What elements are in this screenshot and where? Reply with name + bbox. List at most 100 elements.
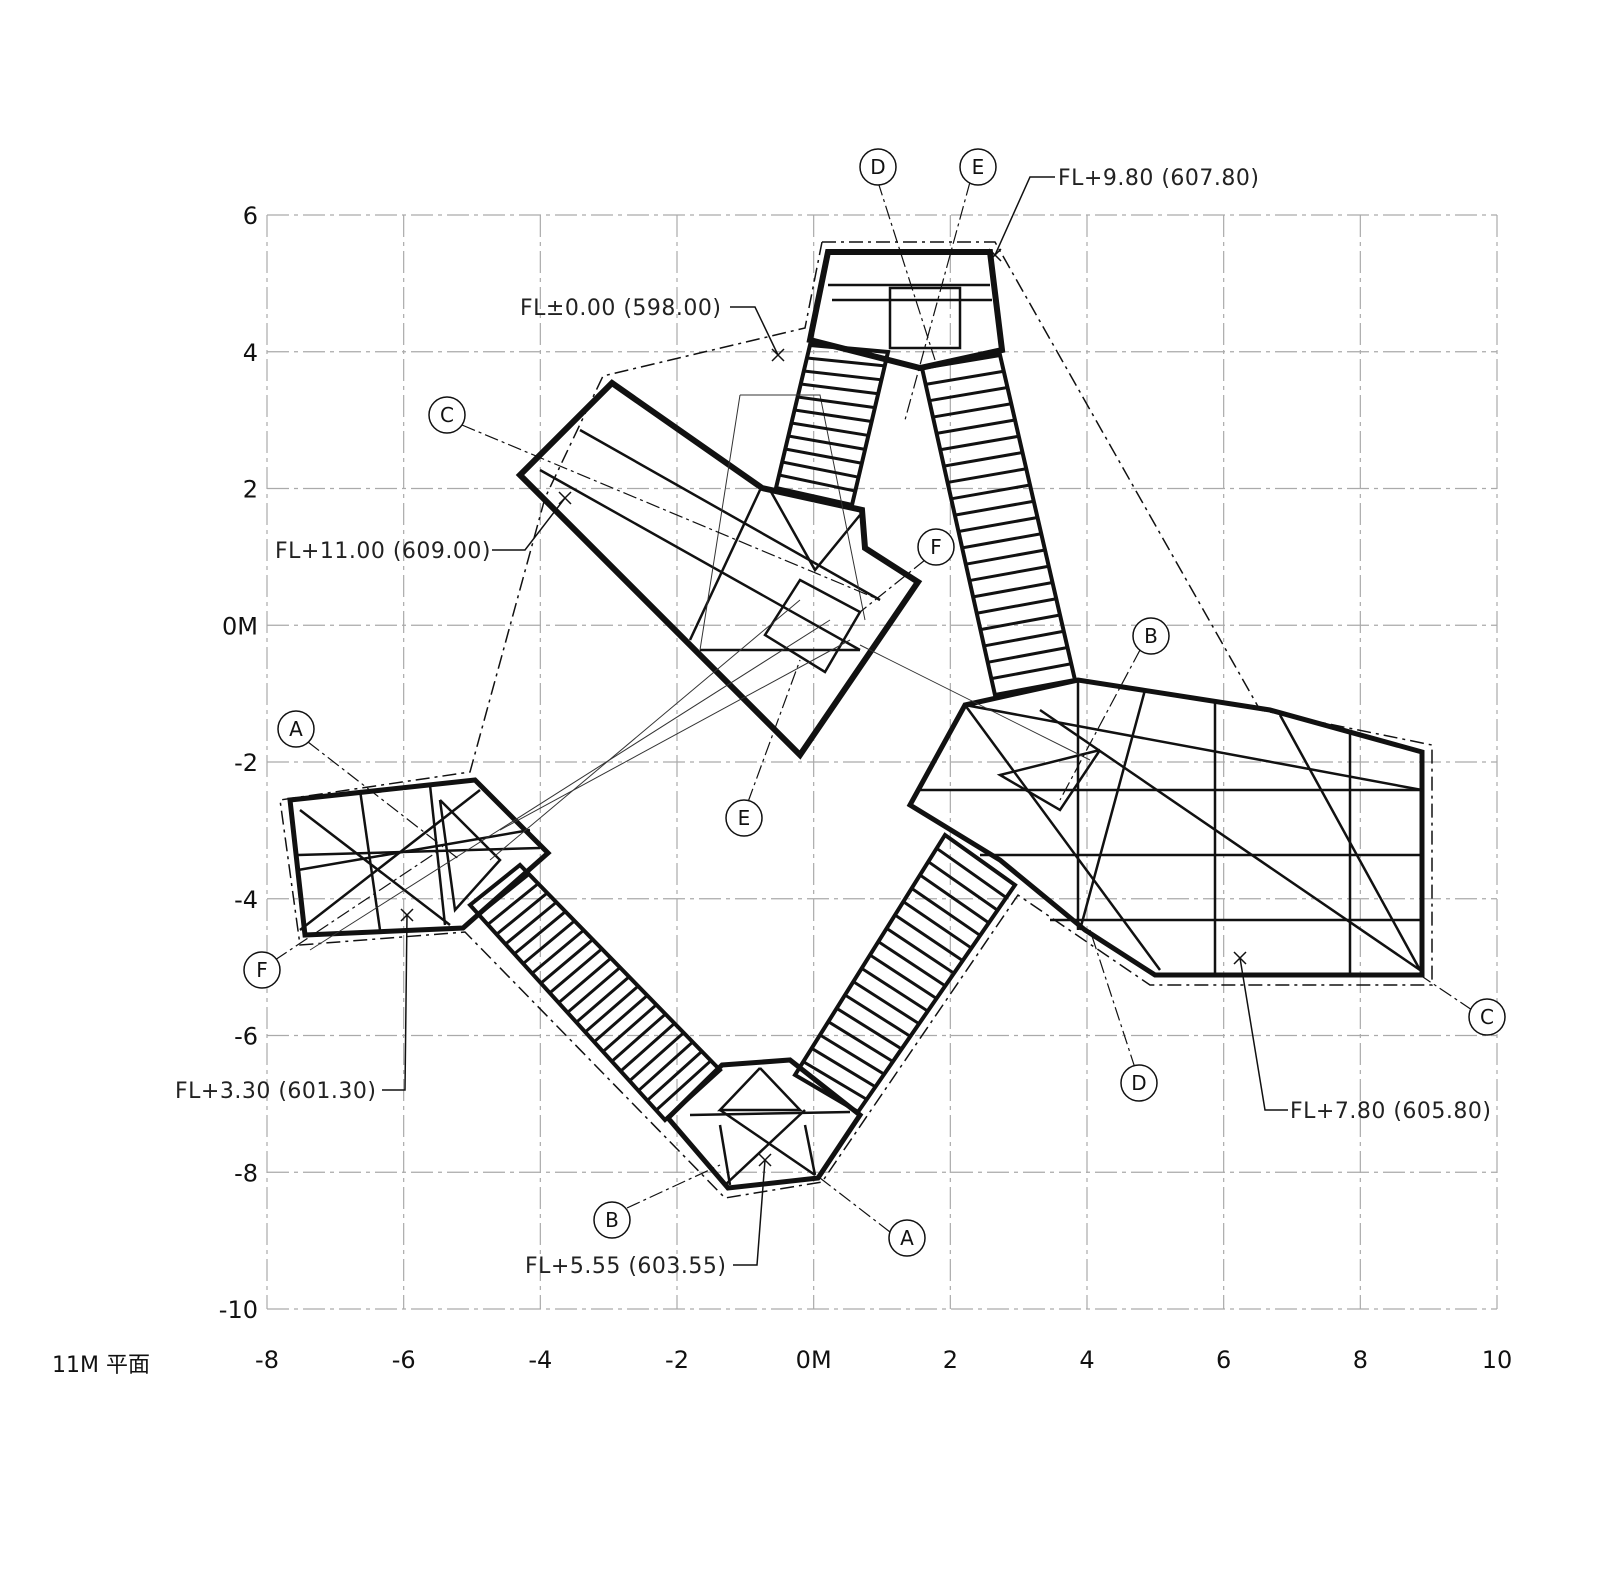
stair-rung — [655, 1059, 712, 1112]
stair-rung — [781, 460, 859, 479]
stair-rung — [827, 1020, 894, 1063]
svg-text:E: E — [972, 155, 985, 179]
level-leader — [994, 176, 1055, 256]
svg-text:A: A — [289, 717, 303, 741]
left-platform — [287, 777, 552, 938]
x-tick-label: 2 — [943, 1346, 958, 1374]
stair-rung — [610, 1012, 667, 1063]
stair-rung — [954, 499, 1035, 517]
level-leader — [1239, 957, 1288, 1111]
stair-rung — [965, 548, 1046, 566]
stair-rung — [513, 910, 567, 956]
structure — [287, 249, 1425, 1191]
svg-text:C: C — [1480, 1005, 1494, 1029]
stair-rung — [522, 919, 576, 965]
stair-rung — [646, 1050, 703, 1102]
axis-bubble-a: A — [888, 1219, 926, 1257]
axis-bubble-b: B — [593, 1201, 631, 1239]
stair-lower-left — [467, 862, 723, 1123]
level-leader — [733, 1159, 766, 1266]
stair-rung — [972, 581, 1053, 599]
axis-bubble-d: D — [859, 148, 897, 186]
stair-rung — [477, 873, 531, 916]
axis-line — [626, 1164, 721, 1209]
level-mark-icon — [558, 491, 572, 505]
axis-bubble-b: B — [1132, 617, 1170, 655]
stair-rung — [794, 408, 872, 424]
stair-rung — [980, 613, 1061, 632]
level-leader — [382, 914, 408, 1091]
svg-text:F: F — [256, 958, 268, 982]
stair-rung — [976, 597, 1057, 615]
x-tick-label: 10 — [1482, 1346, 1513, 1374]
stair-rung — [806, 356, 885, 368]
stair-rung — [935, 847, 1008, 899]
leader-lines — [382, 176, 1288, 1266]
level-mark-icon — [400, 908, 414, 922]
stair-rung — [943, 451, 1023, 468]
stair-rung — [987, 646, 1068, 664]
stair-rung — [835, 1007, 903, 1051]
x-tick-label: -8 — [255, 1346, 279, 1374]
svg-text:E: E — [738, 806, 751, 830]
level-label: FL+7.80 (605.80) — [1290, 1099, 1491, 1124]
stair-rung — [936, 418, 1016, 435]
x-tick-label: -4 — [528, 1346, 552, 1374]
stair-rung — [800, 382, 879, 396]
stair-rung — [778, 473, 856, 493]
stair-rung — [927, 860, 999, 912]
stair-rung — [961, 532, 1042, 550]
stair-rung — [619, 1022, 676, 1073]
stair-rung — [947, 467, 1027, 484]
y-tick-label: 0M — [222, 612, 258, 640]
stair-lower-right — [792, 832, 1018, 1115]
stair-rung — [950, 483, 1031, 501]
stair-rung — [637, 1040, 694, 1092]
axis-line — [1059, 649, 1141, 801]
axis-bubble-a: A — [277, 710, 315, 748]
stair-rung — [486, 882, 540, 926]
stair-rung — [969, 564, 1050, 583]
stair-rung — [810, 1047, 877, 1089]
stair-rung — [548, 947, 603, 995]
svg-text:A: A — [900, 1226, 914, 1250]
axis-bubble-e: E — [725, 799, 763, 837]
stair-rung — [539, 938, 594, 985]
level-mark-icon — [758, 1153, 772, 1167]
axis-line — [819, 1177, 891, 1233]
axis-bubble-f: F — [243, 951, 281, 989]
level-label: FL+5.55 (603.55) — [525, 1254, 726, 1279]
y-tick-label: -10 — [219, 1296, 258, 1324]
stair-rung — [575, 975, 631, 1024]
stair-top-right — [919, 352, 1078, 698]
axis-line — [859, 559, 926, 613]
stair-rung — [925, 369, 1004, 386]
axis-line — [307, 741, 461, 861]
y-tick-label: 2 — [243, 476, 258, 504]
level-mark-icon — [771, 348, 785, 362]
stair-rung — [797, 395, 876, 410]
level-label: FL+9.80 (607.80) — [1058, 166, 1259, 191]
axis-line — [274, 849, 441, 961]
svg-text:F: F — [930, 535, 942, 559]
axis-bubble-e: E — [959, 148, 997, 186]
stair-rung — [819, 1033, 885, 1076]
axis-bubble-c: C — [428, 396, 466, 434]
level-labels: FL+9.80 (607.80)FL±0.00 (598.00)FL+11.00… — [175, 166, 1491, 1279]
svg-text:B: B — [605, 1208, 619, 1232]
level-label: FL+3.30 (601.30) — [175, 1079, 376, 1104]
stair-rung — [877, 940, 947, 988]
y-tick-label: -4 — [234, 886, 258, 914]
stair-rung — [958, 516, 1038, 533]
x-tick-label: -6 — [392, 1346, 416, 1374]
stair-rung — [910, 887, 981, 937]
svg-text:B: B — [1144, 624, 1158, 648]
stair-rung — [932, 402, 1012, 419]
axis-line — [877, 181, 936, 361]
stair-rung — [495, 891, 549, 936]
x-tick-label: 4 — [1079, 1346, 1094, 1374]
stair-rung — [919, 873, 990, 925]
axis-line — [747, 659, 801, 803]
stair-rung — [983, 629, 1065, 648]
